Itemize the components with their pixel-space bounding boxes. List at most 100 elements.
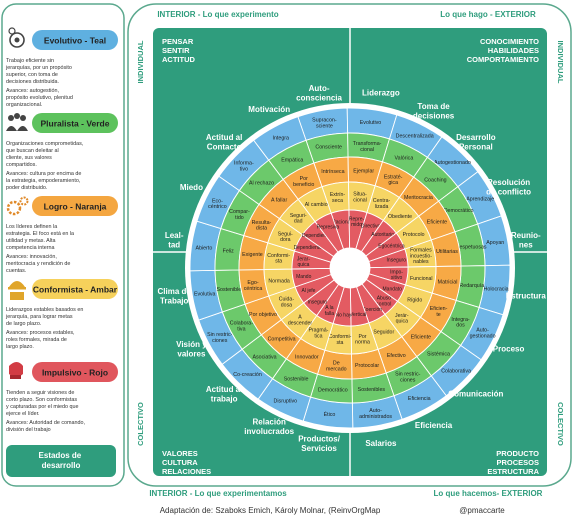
ring-verde-label: Feliz [223,249,235,255]
ring-teal-label: Ético [324,411,336,418]
ring-teal-label: Auto-administrados [359,408,392,420]
legend-adv-naranja: Avances: innovación,meritocracia y rendi… [6,254,70,274]
ring-naranja-label: Competitiva [268,337,296,343]
ring-naranja-label: Eficiente [411,334,431,340]
ring-rojo-label: Coerción [362,307,382,313]
cogs-icon [6,196,29,216]
ring-naranja-label: Meritocracia [404,195,433,201]
wheel-center [330,248,370,288]
ring-ambar-label: Conformi-sta [267,253,290,265]
ring-ambar-label: Pragmá-tica [308,328,328,340]
ring-teal-label: Colaborativa [441,368,471,374]
ring-ambar-label: Funcional [410,276,433,282]
ring-rojo: RacionalRepre-midoDirectivoAutoritarioEg… [291,209,409,327]
legend-pill-teal [32,30,118,50]
ring-teal-label: Apoyan [486,240,504,246]
ring-teal-label: Autogestionado [434,160,471,166]
ring-teal-label: Auto-gestionado [470,328,496,340]
ring-ambar-label: Extrín-seca [330,192,346,204]
outer-category-label: Reunio-nes [511,231,541,250]
ring-teal-label: Sin restric-ciones [207,332,233,344]
ring-teal-label: Evolutiva [194,291,216,297]
side-colectivo-right: COLECTIVO [556,402,565,446]
ring-ambar-label: Situa-cional [353,192,367,204]
legend-label-naranja: Logro - Naranja [44,202,107,212]
frame-top-right-label: Lo que hago - EXTERIOR [440,10,536,19]
ring-verde-label: Consciente [315,145,342,151]
ring-naranja-label: Protocolar [355,363,379,369]
footer-handle: @pmaccarte [459,506,505,515]
ring-rojo-label: Inseguro [308,300,328,306]
legend-adv-teal: Avances: autogestión,propósito evolutivo… [6,88,73,108]
outer-category-label: Liderazgo [362,89,400,98]
worker-icon [8,281,26,300]
outer-category-label: Miedo [180,183,203,192]
ring-ambar-label: Conformi-sta [329,334,352,346]
outer-category-label: Eficiencia [415,421,453,430]
ring-ambar-label: Rígido [407,297,422,303]
ring-rojo-label: Dependiente [302,233,331,239]
ring-teal-label: Holocracia [484,286,509,292]
ring-naranja-label: Eficiente [427,220,447,226]
ring-naranja-label: Matricial [438,280,458,286]
ring-teal-label: Informa-tivo [234,160,254,172]
ring-naranja-label: Estraté-gica [384,174,403,186]
frame-top-left-label: INTERIOR - Lo que experimento [157,10,278,19]
legend-label-verde: Pluralista - Verde [41,119,110,129]
ring-ambar-label: Al cambio [305,202,328,208]
ring-teal-label: Eco-céntrico [208,198,227,210]
ring-naranja-label: Por objetivo [249,312,277,318]
ring-verde-label: Sostenibles [358,387,386,393]
ring-rojo-label: Racional [332,219,351,225]
outer-category-label: Auto-consciencia [296,84,342,103]
ring-verde-label: Democrático [444,208,474,214]
ring-teal-label: Eficiencia [408,396,431,402]
legend-label-teal: Evolutivo - Teal [44,36,106,46]
ring-rojo-label: Repre-mido [349,216,365,228]
legend-pill-rojo [32,362,118,382]
outer-category-label: Comunicación [448,390,503,399]
ring-ambar-label: Centra-lizada [373,198,391,210]
legend-label-rojo: Impulsivo - Rojo [42,368,108,378]
ring-verde-label: Coaching [424,177,446,183]
ring-teal-label: Evolutivo [360,120,382,126]
ring-naranja-label: Ego-céntrica [244,280,263,292]
ring-rojo-label: Impo-sitivo [390,269,403,281]
ring-verde-label: Democrático [318,388,348,394]
ring-ambar-label: Seguri-dad [290,213,307,225]
ring-naranja-label: Efectivo [387,353,406,359]
ring-rojo-label: Mando [296,274,312,280]
ring-rojo-label: Jerar-quica [297,256,310,268]
ring-naranja-label: Eficien-te [430,306,448,318]
ring-rojo-label: Egocéntrica [378,244,405,250]
ring-naranja-label: Intrínseca [321,169,344,175]
ring-teal-label: Descentralizada [396,133,434,139]
ring-naranja-label: Resulta-dista [252,220,272,232]
people-icon [6,113,28,131]
legend-footer-label-2: desarrollo [42,461,81,470]
frame-bottom-left-label: INTERIOR - Lo que experimentamos [149,489,287,498]
ring-rojo-label: Inseguro [387,258,407,264]
ring-verde-label: Transforma-cional [353,141,382,153]
ring-verde-label: Compar-tido [229,209,250,221]
gears-icon [8,27,25,48]
frame-bottom-right-label: Lo que hacemos- EXTERIOR [434,489,543,498]
